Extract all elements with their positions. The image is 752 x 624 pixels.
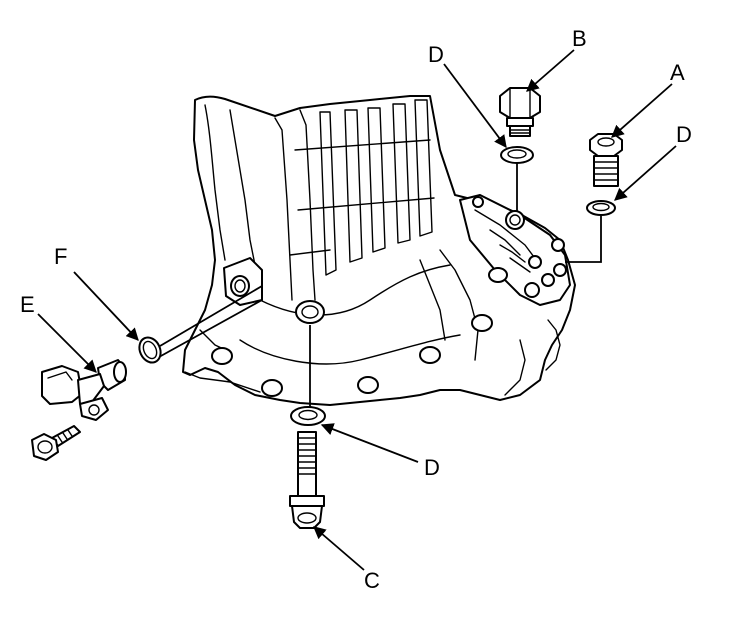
callout-arrows xyxy=(37,49,677,571)
callout-a: A xyxy=(670,60,685,85)
callout-f: F xyxy=(54,244,68,269)
callout-d-top: D xyxy=(428,42,444,67)
housing-bolt-heads xyxy=(211,267,508,397)
bolt-c xyxy=(289,431,325,529)
washer-d-bottom xyxy=(290,406,326,426)
washer-d-top xyxy=(500,146,534,164)
callout-b: B xyxy=(572,26,587,51)
washer-d-right xyxy=(586,200,616,216)
callout-e: E xyxy=(20,292,35,317)
callout-c: C xyxy=(364,568,380,593)
callout-d-right: D xyxy=(676,122,692,147)
transmission-housing xyxy=(182,95,576,406)
sensor-e xyxy=(41,359,127,421)
sensor-bolt xyxy=(31,425,81,461)
callout-d-bottom: D xyxy=(424,455,440,480)
bolt-b xyxy=(499,87,541,137)
o-ring-f xyxy=(138,336,162,364)
bolt-a xyxy=(589,133,623,187)
